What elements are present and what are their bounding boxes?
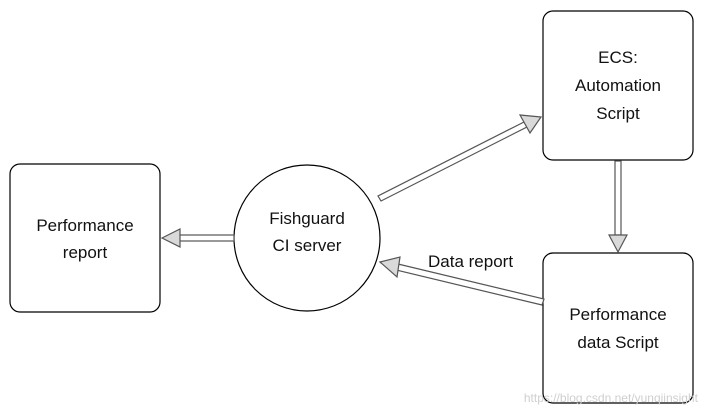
arrow-perf-data-to-ci xyxy=(378,256,545,306)
ecs-script-node: ECS: Automation Script xyxy=(542,10,694,161)
perf-data-script-line-2: data Script xyxy=(577,333,659,352)
ecs-script-line-1: ECS: xyxy=(598,48,638,67)
ecs-script-line-3: Script xyxy=(596,104,640,123)
ci-server-line-2: CI server xyxy=(273,236,342,255)
perf-data-script-node: Performance data Script xyxy=(542,252,694,404)
ecs-script-line-2: Automation xyxy=(575,76,661,95)
arrow-ecs-to-perf-data-head xyxy=(608,234,628,254)
arrow-ecs-to-perf-data-shaft xyxy=(614,160,622,236)
arrow-ci-to-report xyxy=(160,228,235,248)
ci-server-node: Fishguard CI server xyxy=(233,164,381,312)
perf-data-script-line-1: Performance xyxy=(569,305,666,324)
ecs-script-box xyxy=(542,10,694,161)
arrow-perf-data-to-ci-head xyxy=(378,256,401,279)
arrow-ci-to-report-head xyxy=(160,228,181,248)
watermark: https://blog.csdn.net/yunqiinsight xyxy=(524,391,699,405)
performance-report-line-1: Performance xyxy=(36,216,133,235)
performance-report-line-2: report xyxy=(63,243,108,262)
ci-server-line-1: Fishguard xyxy=(269,209,345,228)
arrow-ci-to-ecs xyxy=(377,114,543,202)
data-report-label: Data report xyxy=(428,252,513,271)
arrow-ci-to-ecs-shaft xyxy=(377,121,528,202)
arrow-ci-to-ecs-head xyxy=(518,114,543,135)
arrow-ci-to-report-shaft xyxy=(177,234,235,242)
perf-data-script-box xyxy=(542,252,694,404)
performance-report-box xyxy=(9,163,161,313)
arrow-ecs-to-perf-data xyxy=(608,160,628,254)
performance-report-node: Performance report xyxy=(9,163,161,313)
